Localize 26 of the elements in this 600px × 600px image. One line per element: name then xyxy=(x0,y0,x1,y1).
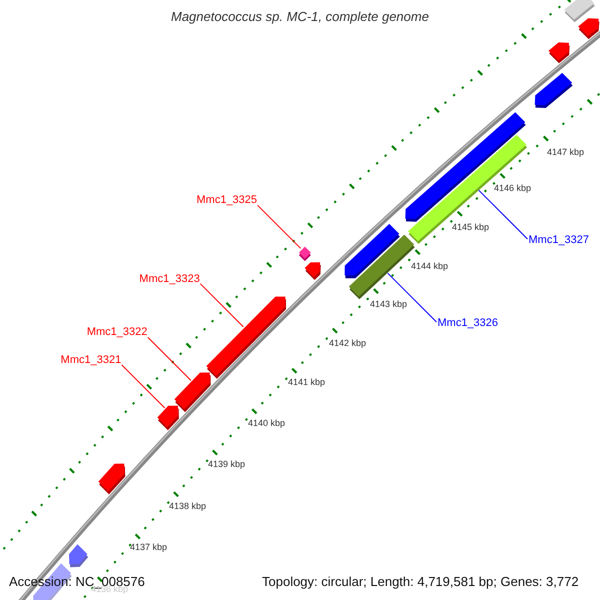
scale-label: 4140 kbp xyxy=(248,419,286,428)
accession-text: Accession: NC_008576 xyxy=(9,575,145,588)
leader-line xyxy=(121,364,166,408)
gene-feature xyxy=(298,246,311,262)
gene-feature xyxy=(174,372,211,412)
scale-label: 4144 kbp xyxy=(411,262,448,271)
gene-feature xyxy=(206,296,286,379)
gene-label: Mmc1_3326 xyxy=(438,318,498,329)
gene-label: Mmc1_3323 xyxy=(139,274,200,285)
scale-label: 4137 kbp xyxy=(130,543,168,552)
leader-line xyxy=(147,336,192,381)
gene-label: Mmc1_3321 xyxy=(60,354,122,366)
gene-label: Mmc1_3327 xyxy=(528,235,590,246)
scale-label: 4142 kbp xyxy=(329,339,366,348)
scale-label: 4139 kbp xyxy=(208,460,246,469)
gene-label: Mmc1_3322 xyxy=(86,327,148,338)
scale-label: 4138 kbp xyxy=(169,502,206,511)
leader-line xyxy=(200,283,244,328)
gene-feature xyxy=(157,406,179,430)
leader-line xyxy=(387,272,437,322)
scale-label: 4145 kbp xyxy=(452,223,490,232)
gene-label: Mmc1_3325 xyxy=(196,195,258,206)
map-title: Magnetococcus sp. MC-1, complete genome xyxy=(171,10,429,23)
leader-line xyxy=(257,204,302,249)
scale-label: 4146 kbp xyxy=(494,184,532,193)
genome-stats-text: Topology: circular; Length: 4,719,581 bp; Genes: 3,772 xyxy=(262,575,579,588)
